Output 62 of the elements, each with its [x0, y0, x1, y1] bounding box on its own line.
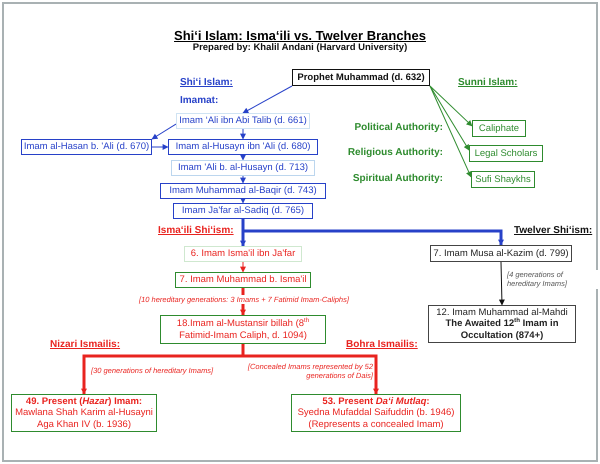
node-box — [292, 69, 430, 86]
node-text: Imam al-Hasan b. 'Ali (d. 670) — [24, 141, 150, 153]
category-label: Spiritual Authority: — [352, 173, 443, 184]
arrow — [152, 144, 169, 150]
node-text: The Awaited 12$^{th}$ Imam in Occultation (874+) — [444, 318, 560, 342]
node-text: Prophet Muhammad (d. 632) — [297, 72, 425, 84]
section-heading: Nizari Ismailis: — [50, 339, 120, 350]
node-box — [168, 139, 318, 155]
section-heading: Sunni Islam: — [458, 77, 518, 88]
node-box — [469, 145, 543, 162]
node-text: Caliphate — [478, 122, 520, 134]
section-heading: Isma‘ili Shi‘ism: — [158, 225, 234, 236]
node-text: Imam 'Ali b. al-Husayn (d. 713) — [178, 162, 308, 174]
arrow — [240, 154, 246, 161]
section-heading: Twelver Shi‘ism: — [514, 225, 592, 236]
category-label: Religious Authority: — [348, 147, 443, 158]
node-box — [291, 394, 461, 432]
node-text: Syedna Mufaddal Saifuddin (b. 1946) (Represents a concealed Imam) — [296, 407, 456, 430]
section-heading: Shi‘i Islam: — [180, 77, 233, 88]
category-label: Political Authority: — [354, 122, 443, 133]
arrow — [242, 219, 504, 246]
node-text: Legal Scholars — [474, 148, 538, 160]
node-text: Sufi Shaykhs — [475, 174, 531, 186]
subtitle: Prepared by: Khalil Andani (Harvard University) — [192, 42, 408, 53]
node-text: 7. Imam Musa al-Kazim (d. 799) — [433, 248, 569, 260]
node-box — [173, 203, 313, 219]
title: Shi‘i Islam: Isma‘ili vs. Twelver Branches — [174, 28, 426, 43]
node-box — [11, 394, 157, 432]
node-text: Imam Muhammad al-Baqir (d. 743) — [169, 185, 317, 197]
arrow — [430, 86, 472, 178]
arrow — [240, 198, 246, 204]
arrow — [240, 128, 246, 140]
arrow — [430, 86, 472, 126]
node-box — [176, 113, 310, 129]
node-text: 6. Imam Isma'il ibn Ja'far — [190, 248, 296, 260]
node-box — [472, 120, 526, 137]
node-text: Imam al-Husayn ibn 'Ali (d. 680) — [176, 141, 310, 153]
node-text: Imam Ja'far al-Sadiq (d. 765) — [182, 205, 304, 217]
node-text: 53. Present Da‘i Mutlaq: — [322, 396, 430, 408]
arrow — [430, 86, 470, 151]
arrow — [242, 86, 292, 114]
node-box — [428, 305, 576, 343]
node-box — [430, 245, 572, 262]
node-text: 18.Imam al-Mustansir billah (8$^{th}$ Fatimid-Imam Caliph, d. 1094) — [176, 318, 310, 341]
node-box — [184, 246, 302, 262]
node-text: 7. Imam Muhammad b. Isma'il — [180, 274, 306, 286]
arrow — [498, 262, 505, 306]
arrow — [240, 262, 246, 273]
section-heading: Imamat: — [180, 95, 218, 106]
node-box — [175, 272, 311, 288]
node-box — [471, 171, 535, 188]
node-box — [160, 315, 326, 344]
section-heading: Bohra Ismailis: — [346, 339, 418, 350]
arrow — [240, 176, 246, 184]
node-text: Imam ‘Ali ibn Abi Talib (d. 661) — [179, 115, 307, 127]
node-text: 49. Present (Hazar) Imam: — [26, 396, 142, 408]
node-text: Mawlana Shah Karim al-Husayni Aga Khan IV (b. 1936) — [14, 407, 154, 430]
node-box — [160, 183, 326, 199]
node-box — [171, 160, 315, 176]
node-text: 12. Imam Muhammad al-Mahdi — [436, 306, 568, 318]
arrow — [242, 344, 379, 395]
arrow — [152, 124, 176, 140]
